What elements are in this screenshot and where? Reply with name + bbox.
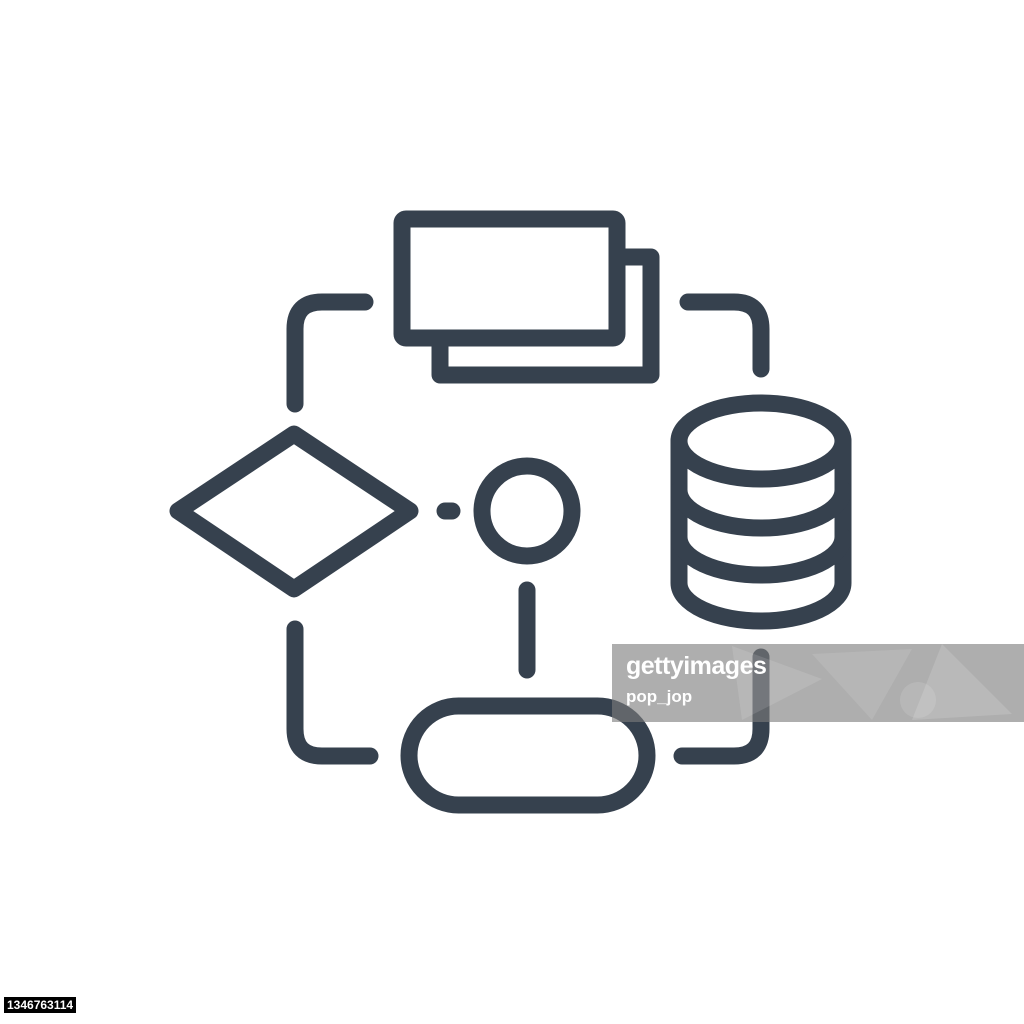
image-id-label: 1346763114 [4,997,77,1013]
database-cylinder-icon [670,394,852,630]
document-front-icon [393,210,626,347]
node-circle-icon [473,457,581,565]
decision-diamond-icon [169,425,419,598]
terminator-pill-icon [400,697,656,814]
connector-bottom-right [673,648,770,765]
watermark-credit: pop_jop [626,687,693,706]
document-back-icon [431,248,660,384]
watermark-banner: gettyimages pop_jop [612,644,1024,722]
watermark-brand: gettyimages [626,652,767,680]
connector-top-right [679,293,770,378]
watermark-shapes [732,644,1012,720]
connector-bottom-left [286,620,379,765]
connector-top-left [286,293,374,413]
